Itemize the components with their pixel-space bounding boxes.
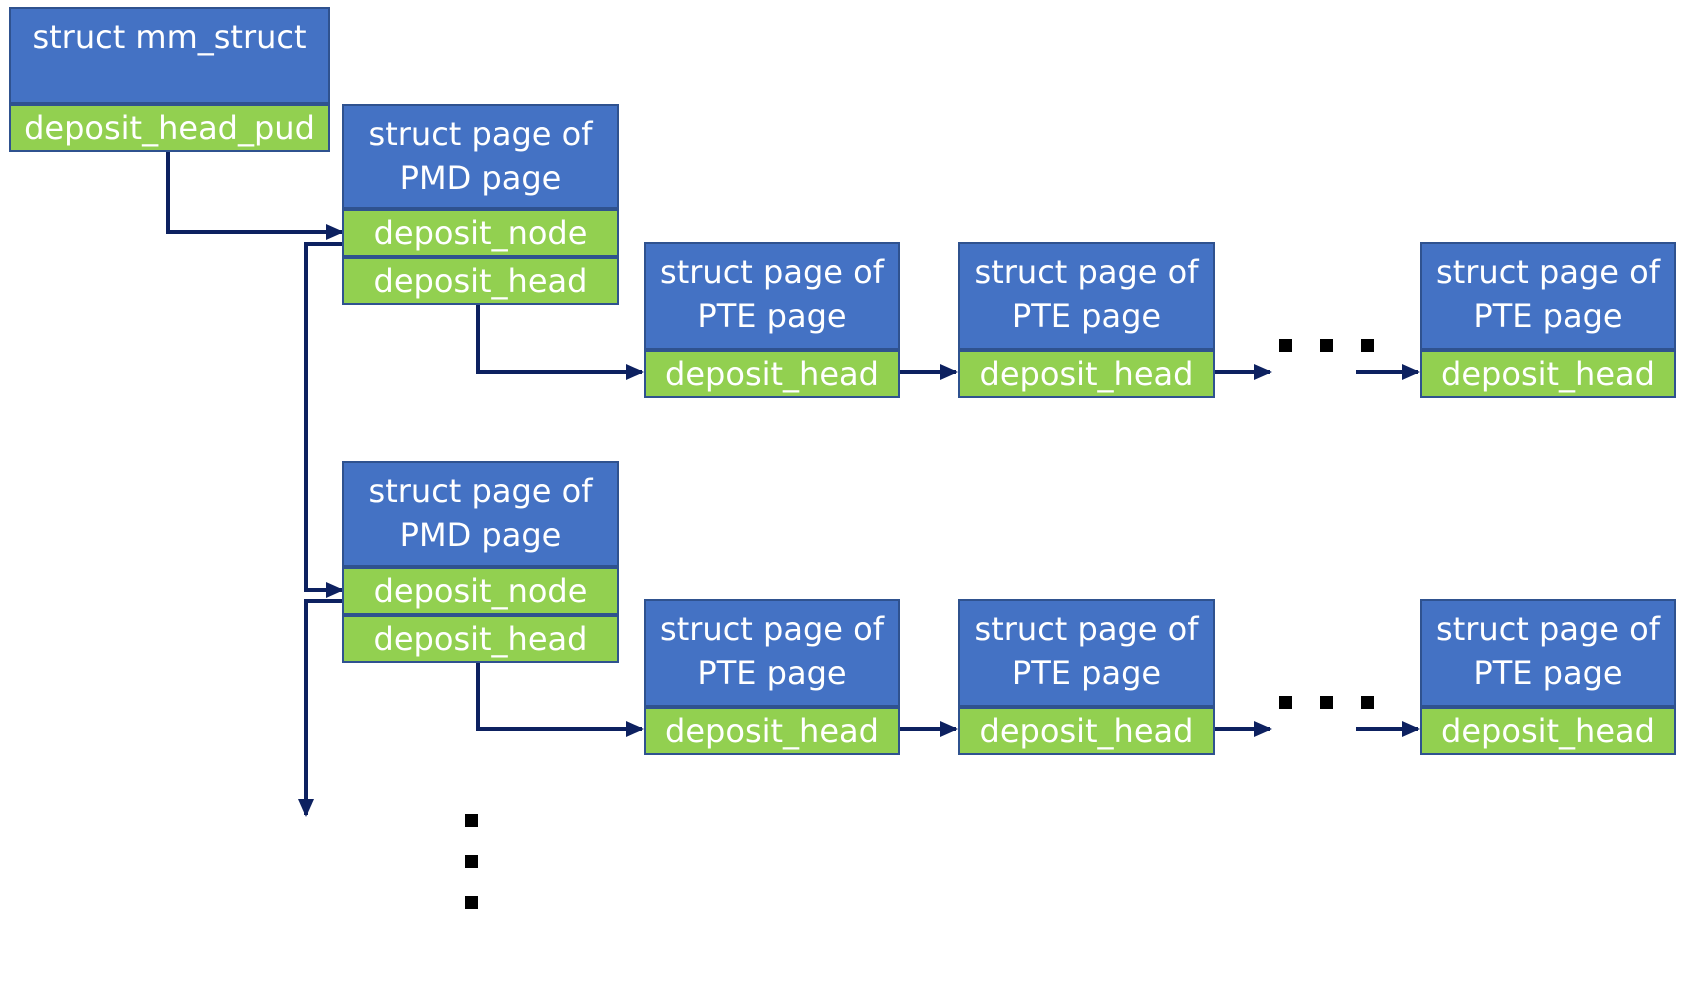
row2-pte-page-1-box: struct page of PTE page: [644, 599, 900, 707]
pmd-page-2-deposit-node: deposit_node: [342, 567, 619, 615]
row1-pte-page-1-title-line1: struct page of: [660, 253, 884, 291]
pmd-page-1-title-line2: PMD page: [399, 159, 562, 197]
arrow-pmd2-head-to-pte1: [476, 662, 644, 737]
pmd-page-2-deposit-head: deposit_head: [342, 615, 619, 663]
row2-pte-page-2-title-line1: struct page of: [974, 610, 1199, 648]
row1-ellipsis-dot-2: [1320, 339, 1333, 352]
row2-ellipsis-dot-2: [1320, 696, 1333, 709]
row2-pte-page-1-title-line2: PTE page: [697, 654, 847, 692]
pmd-page-1-title-line1: struct page of: [368, 115, 593, 153]
row2-pte-page-1-deposit-head: deposit_head: [644, 707, 900, 755]
row1-pte-page-3-box: struct page of PTE page: [1420, 242, 1676, 350]
row1-pte-page-3-title-line2: PTE page: [1473, 297, 1623, 335]
pmd-page-2-title-line2: PMD page: [399, 516, 562, 554]
vertical-ellipsis-dot-1: [465, 814, 478, 827]
row2-pte-page-2-box: struct page of PTE page: [958, 599, 1215, 707]
row2-ellipsis-dot-1: [1279, 696, 1292, 709]
vertical-ellipsis-dot-2: [465, 855, 478, 868]
row2-pte-page-3-title-line1: struct page of: [1436, 610, 1660, 648]
pmd-page-1-deposit-head: deposit_head: [342, 257, 619, 305]
row1-pte-page-2-title-line2: PTE page: [1011, 297, 1162, 335]
mm-struct-deposit-head-pud: deposit_head_pud: [9, 104, 330, 152]
row2-pte-page-2-deposit-head: deposit_head: [958, 707, 1215, 755]
pmd-page-2-box: struct page of PMD page: [342, 461, 619, 567]
vertical-ellipsis-dot-3: [465, 896, 478, 909]
pmd-page-1-box: struct page of PMD page: [342, 104, 619, 209]
row1-pte-page-1-box: struct page of PTE page: [644, 242, 900, 350]
arrow-pud-to-pmd1-node: [166, 152, 344, 240]
row1-ellipsis-dot-3: [1361, 339, 1374, 352]
row2-pte-page-3-title-line2: PTE page: [1473, 654, 1623, 692]
mm-struct-title: struct mm_struct: [32, 18, 307, 56]
arrow-pmd1-node-to-pmd2-node: [304, 242, 368, 598]
row2-pte-page-1-title-line1: struct page of: [660, 610, 884, 648]
row1-pte-page-2-title-line1: struct page of: [974, 253, 1199, 291]
row1-pte-page-3-deposit-head: deposit_head: [1420, 350, 1676, 398]
row1-ellipsis-dot-1: [1279, 339, 1292, 352]
row2-pte-page-3-deposit-head: deposit_head: [1420, 707, 1676, 755]
pmd-page-1-deposit-node: deposit_node: [342, 209, 619, 257]
pmd-page-2-title-line1: struct page of: [368, 472, 593, 510]
row1-pte-page-1-deposit-head: deposit_head: [644, 350, 900, 398]
row2-pte-page-3-box: struct page of PTE page: [1420, 599, 1676, 707]
row2-pte-page-2-title-line2: PTE page: [1011, 654, 1162, 692]
row1-pte-page-3-title-line1: struct page of: [1436, 253, 1660, 291]
row1-pte-page-2-deposit-head: deposit_head: [958, 350, 1215, 398]
row1-pte-page-2-box: struct page of PTE page: [958, 242, 1215, 350]
row1-pte-page-1-title-line2: PTE page: [697, 297, 847, 335]
row2-ellipsis-dot-3: [1361, 696, 1374, 709]
arrow-pmd1-head-to-pte1: [476, 304, 644, 380]
mm-struct-box: struct mm_struct: [9, 7, 330, 104]
